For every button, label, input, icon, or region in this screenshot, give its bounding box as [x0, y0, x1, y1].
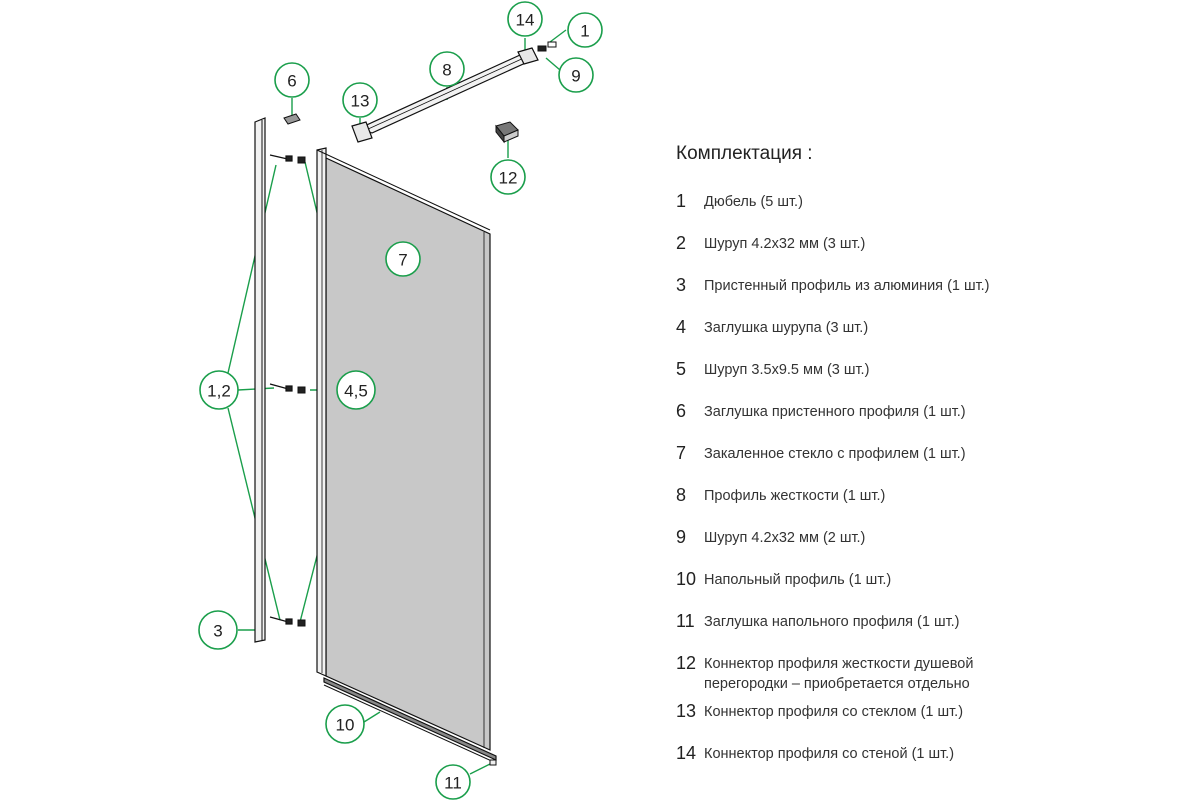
legend-item-number: 13	[676, 701, 697, 721]
legend-item: 3 Пристенный профиль из алюминия (1 шт.)	[676, 274, 1196, 316]
legend-item: 2 Шуруп 4.2х32 мм (3 шт.)	[676, 232, 1196, 274]
legend-item-number: 9	[676, 527, 687, 547]
legend-item: 10 Напольный профиль (1 шт.)	[676, 568, 1196, 610]
callout-13	[342, 82, 378, 118]
callout-7	[385, 241, 421, 277]
legend-item-number: 12	[676, 653, 697, 673]
legend-item-text: Шуруп 4.2х32 мм (3 шт.)	[704, 236, 866, 252]
callout-1	[567, 12, 603, 48]
wall-profile	[254, 117, 266, 643]
legend-item-text: Напольный профиль (1 шт.)	[704, 572, 892, 588]
legend-item-text: Коннектор профиля со стеклом (1 шт.)	[704, 704, 964, 720]
callout-label-10: 10	[336, 716, 355, 735]
legend-item-text: Заглушка шурупа (3 шт.)	[704, 320, 869, 336]
legend-item: 6 Заглушка пристенного профиля (1 шт.)	[676, 400, 1196, 442]
callout-label-3: 3	[213, 622, 222, 641]
legend-item-text: Профиль жесткости (1 шт.)	[704, 488, 886, 504]
shower-partition-exploded-diagram: 1 9 14 8 13 6 12 7 1,2 4,5 3 10 11	[198, 1, 603, 800]
wall-connector	[517, 47, 539, 65]
callout-3	[198, 610, 238, 650]
callout-6	[274, 62, 310, 98]
legend-item-number: 8	[676, 485, 687, 505]
legend-title: Комплектация :	[676, 143, 813, 164]
callout-label-11: 11	[444, 774, 462, 793]
callout-label-12: 12	[499, 169, 518, 188]
legend-item-text: Коннектор профиля жесткости душевой пере…	[704, 656, 974, 692]
callout-label-7: 7	[398, 251, 407, 270]
legend-item-number: 10	[676, 569, 697, 589]
screw-caps	[297, 156, 306, 627]
legend-item-number: 6	[676, 401, 687, 421]
callout-labels: 1 9 14 8 13 6 12 7 1,2 4,5 3 10 11	[207, 11, 590, 793]
callouts	[198, 1, 603, 800]
legend-item: 12 Коннектор профиля жесткости душевой п…	[676, 652, 1196, 700]
callout-label-6: 6	[287, 72, 296, 91]
legend-item-number: 2	[676, 233, 687, 253]
legend-item: 7 Закаленное стекло с профилем (1 шт.)	[676, 442, 1196, 484]
callout-label-9: 9	[571, 67, 580, 86]
callout-11	[435, 764, 471, 800]
legend-item-number: 4	[676, 317, 687, 337]
callout-label-14: 14	[516, 11, 535, 30]
legend-item-text: Дюбель (5 шт.)	[704, 194, 803, 210]
legend-item-text: Коннектор профиля со стеной (1 шт.)	[704, 746, 955, 762]
legend-item-number: 14	[676, 743, 697, 763]
parts-legend: Комплектация : 1 Дюбель (5 шт.) 2 Шуруп …	[676, 140, 1196, 784]
floor-profile-cap	[489, 759, 497, 766]
legend-item-text: Пристенный профиль из алюминия (1 шт.)	[704, 278, 990, 294]
callout-4-5	[336, 370, 376, 410]
callout-9	[558, 57, 594, 93]
callout-label-8: 8	[442, 61, 451, 80]
wall-profile-cap	[283, 113, 301, 125]
callout-8	[429, 51, 465, 87]
legend-item-text: Заглушка напольного профиля (1 шт.)	[704, 614, 960, 630]
callout-label-1: 1	[580, 22, 589, 41]
legend-item-text: Шуруп 3.5х9.5 мм (3 шт.)	[704, 362, 870, 378]
callout-10	[325, 704, 365, 744]
legend-item-number: 3	[676, 275, 687, 295]
legend-item-text: Закаленное стекло с профилем (1 шт.)	[704, 446, 966, 462]
legend-item: 11 Заглушка напольного профиля (1 шт.)	[676, 610, 1196, 652]
wall-screws	[269, 154, 293, 625]
callout-1-2	[199, 370, 239, 410]
glass-panel	[316, 147, 491, 751]
legend-item: 5 Шуруп 3.5х9.5 мм (3 шт.)	[676, 358, 1196, 400]
callout-label-4-5: 4,5	[344, 382, 368, 401]
separate-connector	[495, 121, 519, 144]
legend-item: 13 Коннектор профиля со стеклом (1 шт.)	[676, 700, 1196, 742]
glass-connector	[351, 121, 373, 143]
legend-item: 1 Дюбель (5 шт.)	[676, 190, 1196, 232]
legend-item-text: Шуруп 4.2х32 мм (2 шт.)	[704, 530, 866, 546]
callout-label-13: 13	[351, 92, 370, 111]
legend-item-number: 7	[676, 443, 687, 463]
legend-item: 4 Заглушка шурупа (3 шт.)	[676, 316, 1196, 358]
legend-item-text: Заглушка пристенного профиля (1 шт.)	[704, 404, 966, 420]
legend-item-number: 5	[676, 359, 687, 379]
callout-14	[507, 1, 543, 37]
legend-item-number: 1	[676, 191, 687, 211]
callout-label-1-2: 1,2	[207, 382, 231, 401]
callout-12	[490, 159, 526, 195]
legend-item: 8 Профиль жесткости (1 шт.)	[676, 484, 1196, 526]
legend-item-number: 11	[676, 611, 695, 631]
legend-item: 14 Коннектор профиля со стеной (1 шт.)	[676, 742, 1196, 784]
connector-screws	[537, 41, 557, 52]
legend-item: 9 Шуруп 4.2х32 мм (2 шт.)	[676, 526, 1196, 568]
